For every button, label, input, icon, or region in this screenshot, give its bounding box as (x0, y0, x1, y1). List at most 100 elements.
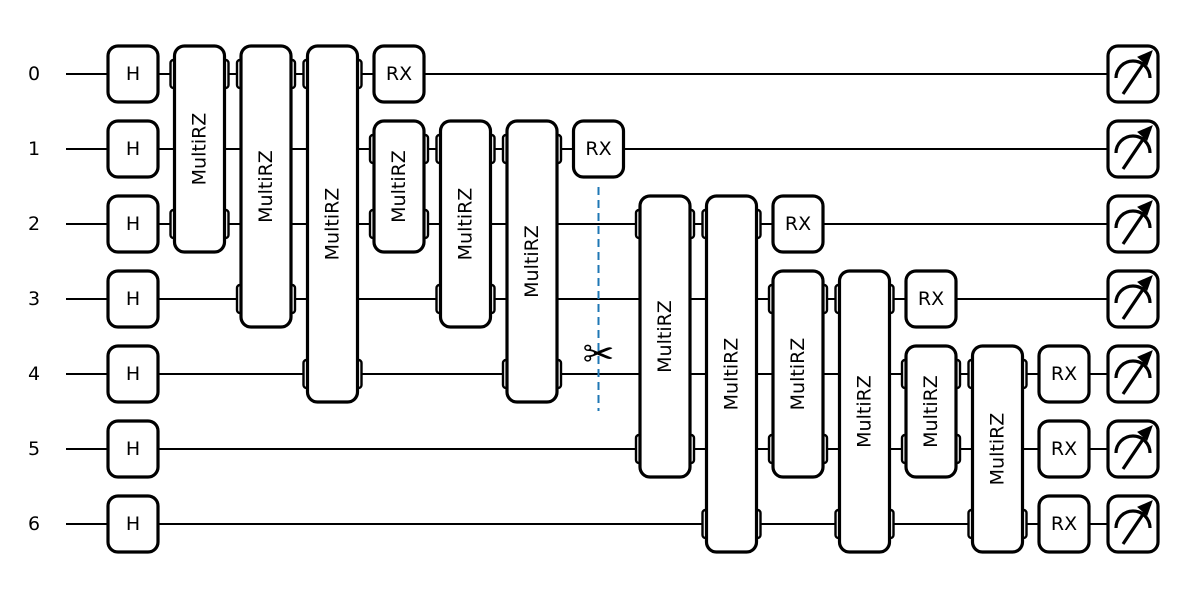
meter-arrowhead (1137, 500, 1153, 516)
wire-label-4: 4 (28, 363, 40, 385)
rx-gate-box (771, 194, 825, 254)
rx-gate-label: RX (1051, 363, 1077, 385)
rx-gate-label: RX (785, 213, 811, 235)
h-gate: H (106, 119, 160, 179)
rx-gate-label: RX (386, 63, 412, 85)
multirz-gate: MultiRZ (767, 269, 829, 479)
multirz-gate-label: MultiRZ (854, 375, 876, 448)
rx-gate: RX (904, 269, 958, 329)
rx-gate-label: RX (1051, 438, 1077, 460)
rx-gate-box (904, 269, 958, 329)
h-gate: H (106, 344, 160, 404)
h-gate-box (106, 44, 160, 104)
multirz-gate-box (970, 344, 1025, 554)
rx-gate-box (1037, 494, 1091, 554)
h-gate-box (106, 344, 160, 404)
rx-gate: RX (1037, 419, 1091, 479)
multirz-gate-box (372, 119, 426, 254)
multirz-gate-box (837, 269, 892, 554)
wire-cut: ✂ (583, 187, 615, 411)
wire-label-6: 6 (28, 513, 40, 535)
h-gate: H (106, 419, 160, 479)
meter-arc (1114, 59, 1152, 79)
multirz-gate: MultiRZ (435, 119, 496, 329)
rx-gate-label: RX (1051, 513, 1077, 535)
h-gate-box (106, 419, 160, 479)
meter-arc (1114, 284, 1152, 304)
h-gate-box (106, 494, 160, 554)
multirz-gate-box (239, 44, 293, 329)
h-gate-box (106, 119, 160, 179)
h-gate-box (106, 269, 160, 329)
h-gate-box (106, 194, 160, 254)
multirz-gate-label: MultiRZ (721, 338, 743, 411)
measurement-meter-icon (1106, 494, 1160, 554)
rx-gate-label: RX (918, 288, 944, 310)
multirz-gate: MultiRZ (501, 119, 563, 404)
rx-gate-label: RX (585, 138, 611, 160)
multirz-gate-label: MultiRZ (255, 150, 277, 223)
h-gate-label: H (126, 513, 140, 535)
rx-gate: RX (372, 44, 426, 104)
rx-gate: RX (1037, 344, 1091, 404)
gates: H H H H H H H MultiRZ MultiRZ MultiRZ RX MultiRZ Mul… (106, 44, 1091, 554)
h-gate-label: H (126, 213, 140, 235)
measurement-meter-icon (1106, 194, 1160, 254)
multirz-gate-label: MultiRZ (388, 150, 410, 223)
multirz-gate: MultiRZ (235, 44, 297, 329)
rx-gate-box (571, 119, 626, 179)
multirz-gate: MultiRZ (834, 269, 895, 554)
multirz-gate: MultiRZ (900, 344, 962, 479)
multirz-gate-label: MultiRZ (455, 188, 477, 261)
meter-arrowhead (1137, 350, 1153, 366)
multirz-gate-label: MultiRZ (920, 375, 942, 448)
wire-label-0: 0 (28, 63, 40, 85)
meter-arrowhead (1137, 125, 1153, 141)
rx-gate: RX (1037, 494, 1091, 554)
multirz-gate-label: MultiRZ (787, 338, 809, 411)
measurement-meter-icon (1106, 419, 1160, 479)
measurement-meter-icon (1106, 344, 1160, 404)
multirz-gate-box (904, 344, 958, 479)
multirz-gate: MultiRZ (634, 194, 696, 479)
measurement-meter-icon (1106, 119, 1160, 179)
meter-arc (1114, 434, 1152, 454)
multirz-gate-label: MultiRZ (521, 225, 543, 298)
measurement-meter-icon (1106, 269, 1160, 329)
multirz-gate-box (505, 119, 559, 404)
scissors-icon: ✂ (583, 332, 615, 376)
multirz-gate-box (704, 194, 759, 554)
meter-arc (1114, 209, 1152, 229)
wire-label-5: 5 (28, 438, 40, 460)
rx-gate-box (372, 44, 426, 104)
rx-gate-box (1037, 419, 1091, 479)
measurement-meter-icon (1106, 44, 1160, 104)
multirz-gate-label: MultiRZ (654, 300, 676, 373)
multirz-gate: MultiRZ (701, 194, 762, 554)
h-gate: H (106, 494, 160, 554)
meter-arrowhead (1137, 275, 1153, 291)
meter-arc (1114, 359, 1152, 379)
meter-arrowhead (1137, 50, 1153, 66)
h-gate: H (106, 44, 160, 104)
h-gate-label: H (126, 138, 140, 160)
multirz-gate-box (438, 119, 493, 329)
multirz-gate-label: MultiRZ (987, 413, 1009, 486)
wire-label-1: 1 (28, 138, 40, 160)
h-gate-label: H (126, 288, 140, 310)
h-gate-label: H (126, 363, 140, 385)
rx-gate: RX (771, 194, 825, 254)
multirz-gate-label: MultiRZ (322, 188, 344, 261)
h-gate: H (106, 194, 160, 254)
h-gate-label: H (126, 63, 140, 85)
meter-arrowhead (1137, 200, 1153, 216)
wire-label-3: 3 (28, 288, 40, 310)
multirz-gate-box (771, 269, 825, 479)
h-gate-label: H (126, 438, 140, 460)
multirz-gate-box (638, 194, 692, 479)
rx-gate: RX (571, 119, 626, 179)
meter-arc (1114, 134, 1152, 154)
